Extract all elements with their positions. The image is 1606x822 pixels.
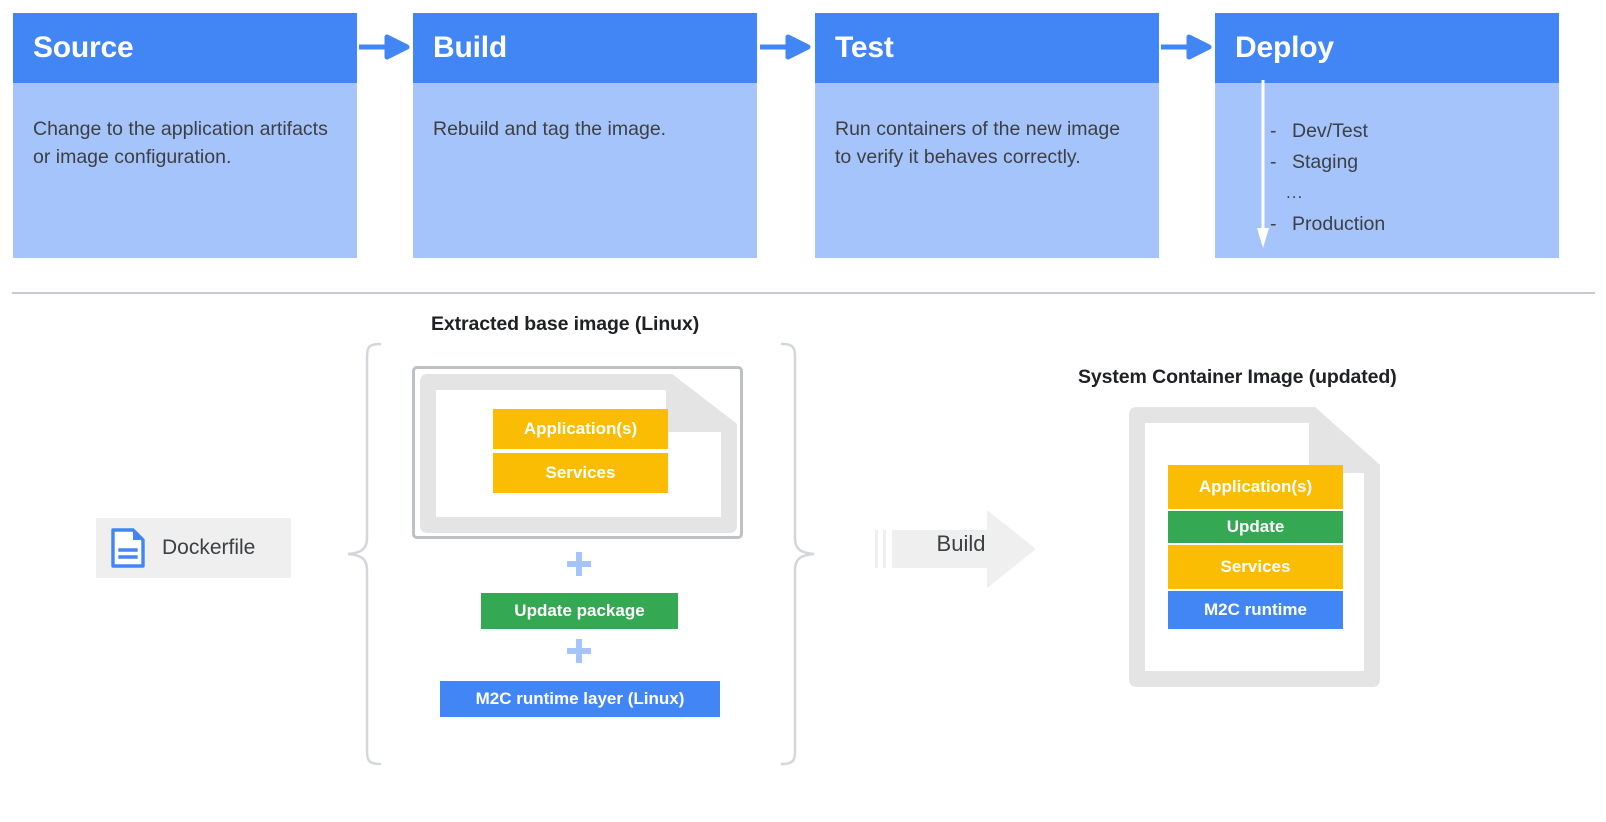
build-action-label: Build: [936, 531, 986, 556]
list-marker: -: [1270, 120, 1277, 142]
list-item: - Dev/Test: [1215, 117, 1559, 148]
list-item: - Staging: [1215, 148, 1559, 179]
stage-title-source: Source: [13, 13, 357, 83]
stage-title-deploy: Deploy: [1215, 13, 1559, 83]
list-item-label: Staging: [1292, 151, 1359, 173]
build-arrow-shape-icon: [875, 510, 1036, 588]
plus-icon-2: [567, 639, 591, 663]
list-item-label: Production: [1292, 213, 1386, 235]
stage-title-test: Test: [815, 13, 1159, 83]
pipeline-stage-source: Source Change to the application artifac…: [13, 13, 357, 258]
system-image-caption: System Container Image (updated): [1078, 366, 1397, 388]
m2c-runtime-layer: M2C runtime layer (Linux): [440, 681, 720, 717]
dockerfile-document-icon: [111, 528, 145, 568]
layer-m2c-runtime: M2C runtime: [1168, 591, 1343, 629]
stage-description-build: Rebuild and tag the image.: [413, 83, 757, 258]
layer-applications: Application(s): [493, 409, 668, 449]
deploy-environment-list: - Dev/Test - Staging ... - Production: [1215, 117, 1559, 241]
update-package-layer: Update package: [481, 593, 678, 629]
extracted-base-image-box: Application(s) Services: [412, 366, 743, 539]
stage-title-build: Build: [413, 13, 757, 83]
list-marker: -: [1270, 213, 1277, 235]
arrow-source-to-build-icon: [359, 34, 410, 60]
layer-applications: Application(s): [1168, 465, 1343, 509]
dockerfile-chip: Dockerfile: [96, 518, 291, 578]
section-divider: [12, 292, 1595, 294]
system-container-image-box: Application(s) Update Services M2C runti…: [1129, 407, 1380, 687]
stage-description-source: Change to the application artifacts or i…: [13, 83, 357, 258]
arrow-build-to-test-icon: [760, 34, 811, 60]
stage-body-deploy: - Dev/Test - Staging ... - Production: [1215, 83, 1559, 258]
deploy-progression-arrow-icon: [1257, 80, 1269, 248]
left-curly-brace: [347, 342, 382, 766]
base-image-caption: Extracted base image (Linux): [431, 313, 700, 335]
plus-icon-1: [567, 552, 591, 576]
layer-services: Services: [1168, 545, 1343, 589]
system-image-layer-stack: Application(s) Update Services M2C runti…: [1168, 465, 1343, 631]
list-marker: -: [1270, 151, 1277, 173]
pipeline-stage-test: Test Run containers of the new image to …: [815, 13, 1159, 258]
arrow-test-to-deploy-icon: [1161, 34, 1212, 60]
pipeline-stage-deploy: Deploy - Dev/Test - Staging ... - Produc…: [1215, 13, 1559, 258]
list-item: - Production: [1215, 210, 1559, 241]
base-image-layer-stack: Application(s) Services: [493, 409, 668, 497]
pipeline-stage-build: Build Rebuild and tag the image.: [413, 13, 757, 258]
list-item-ellipsis: ...: [1215, 179, 1559, 210]
layer-services: Services: [493, 453, 668, 493]
list-marker-ellipsis: ...: [1286, 183, 1304, 202]
dockerfile-label: Dockerfile: [162, 536, 256, 559]
right-curly-brace: [780, 342, 815, 766]
layer-update: Update: [1168, 511, 1343, 543]
list-item-label: Dev/Test: [1292, 120, 1368, 142]
stage-description-test: Run containers of the new image to verif…: [815, 83, 1159, 258]
